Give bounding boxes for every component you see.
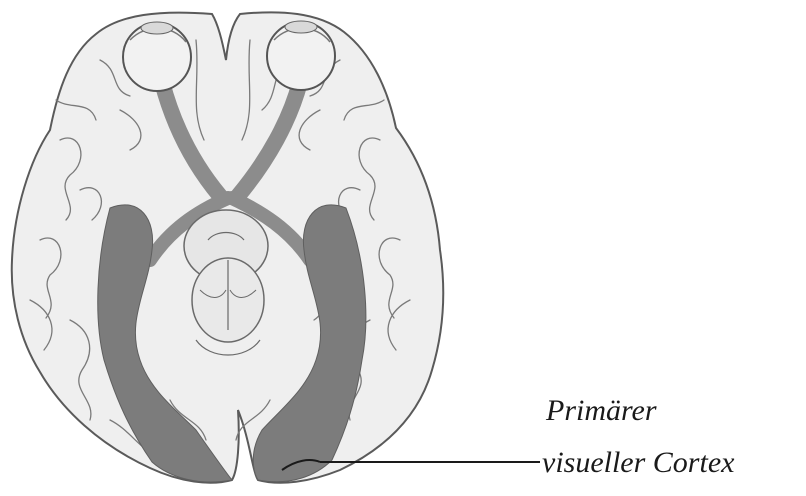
cortex-label-line1: Primärer — [546, 396, 657, 426]
left-eye-icon — [123, 22, 191, 91]
right-eye-icon — [267, 21, 335, 90]
cortex-label-line2: visueller Cortex — [542, 448, 734, 478]
